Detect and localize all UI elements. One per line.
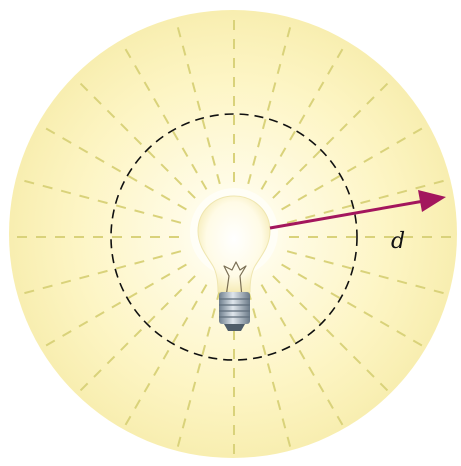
distance-label: d xyxy=(391,229,405,254)
bulb-base xyxy=(219,292,250,324)
